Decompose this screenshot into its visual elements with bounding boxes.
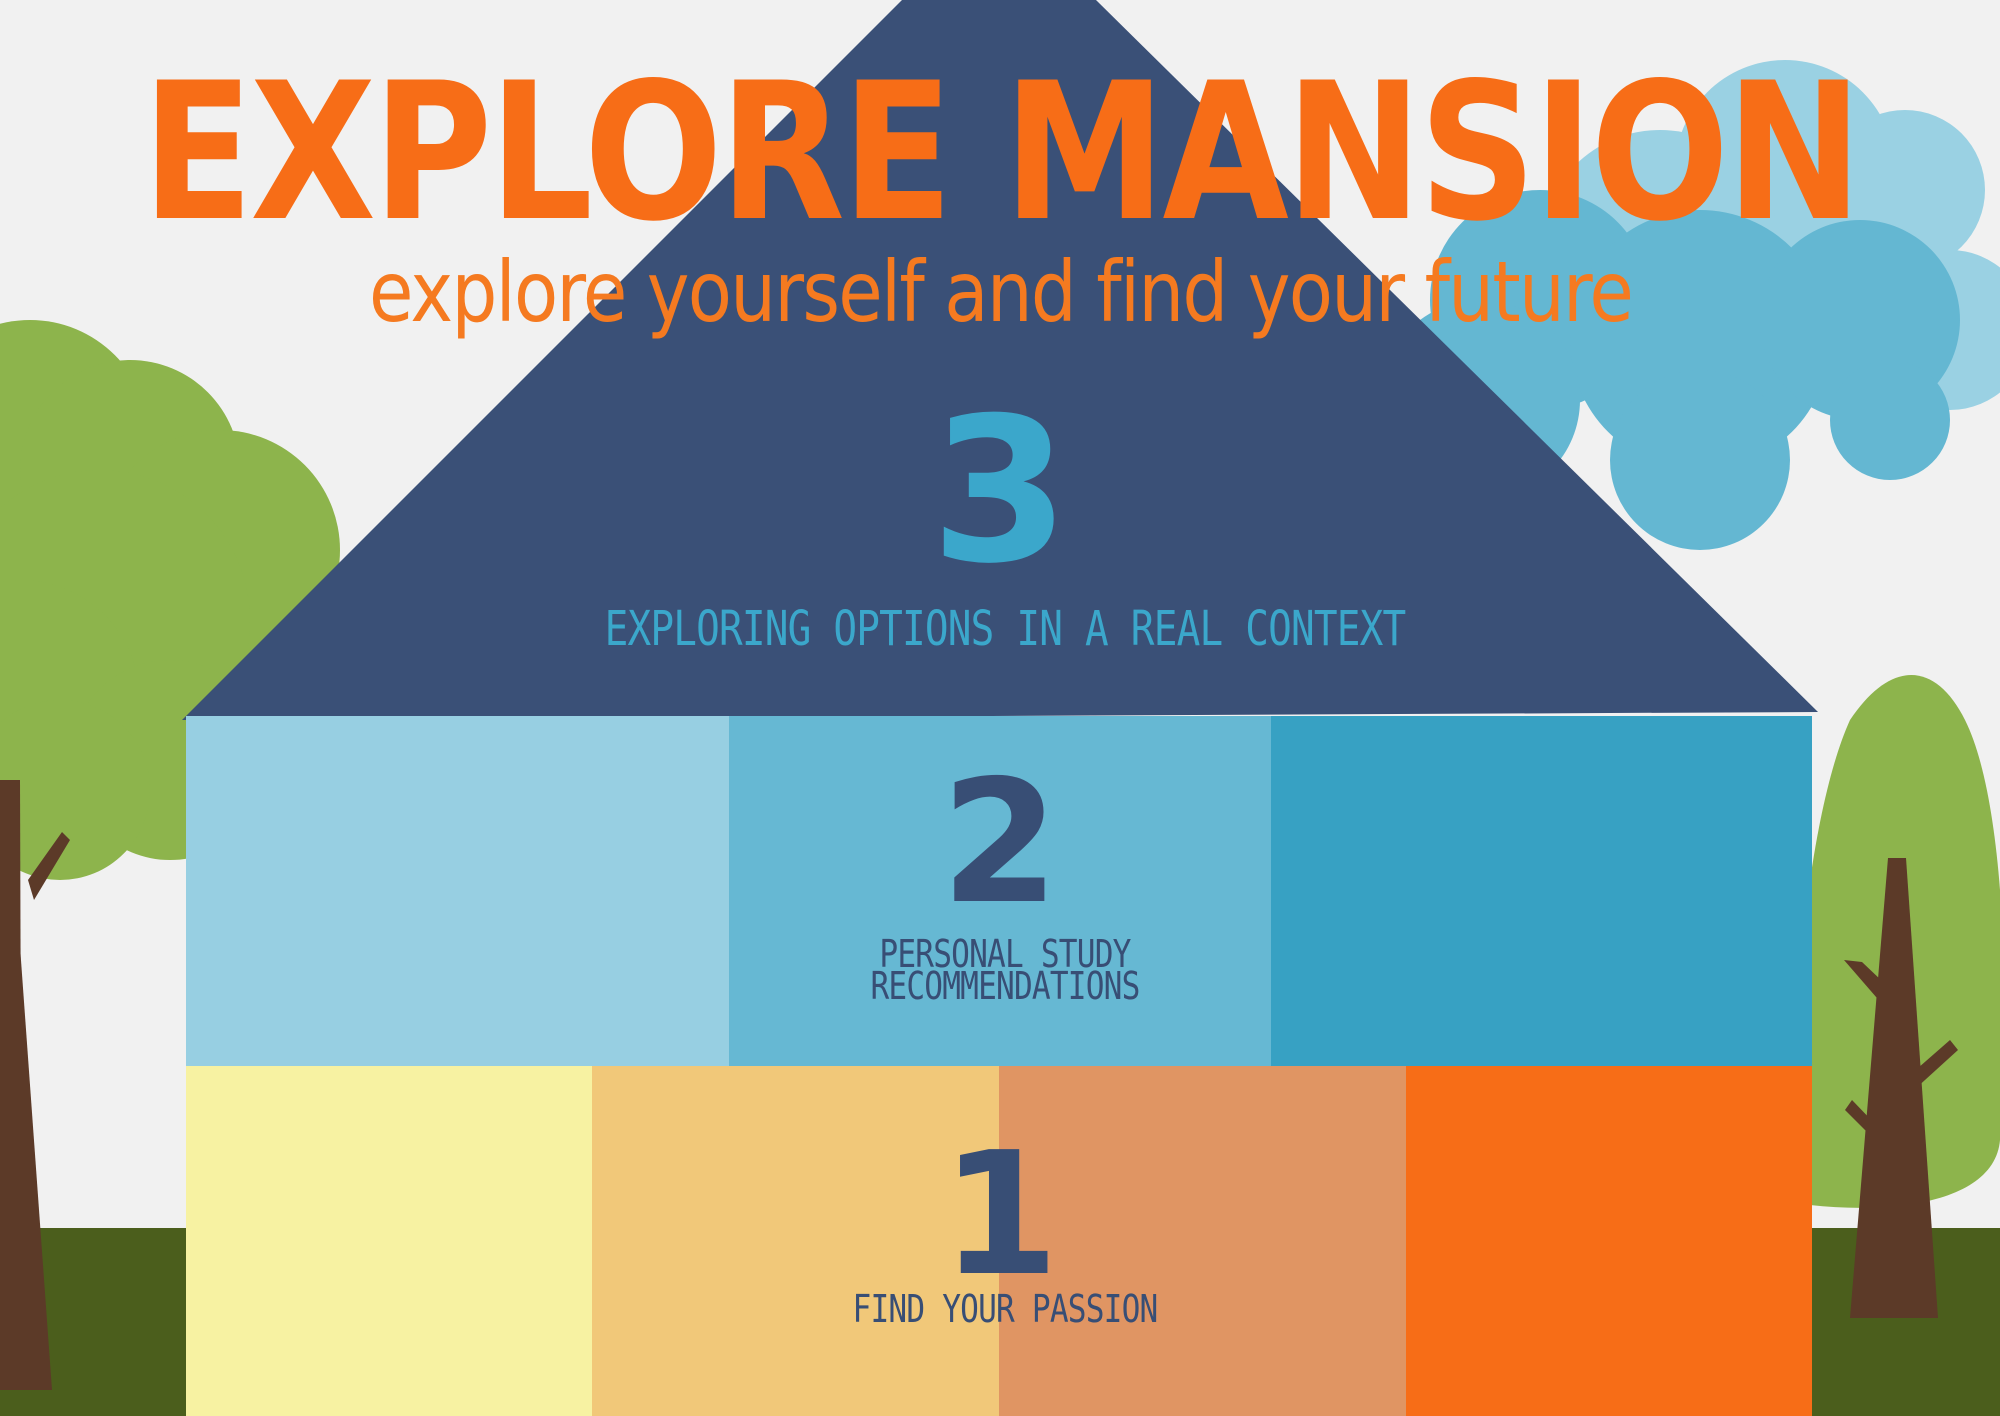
floor-2-left-panel [186,716,729,1066]
level-2-label-line-2: RECOMMENDATIONS [870,964,1140,1008]
floor-1-panel-2 [592,1066,999,1416]
level-2-number: 2 [940,744,1060,942]
level-2-label-line-1: PERSONAL STUDY [879,932,1131,976]
cloud-icon [1380,60,2000,550]
floor-1-panel-4 [1406,1066,1812,1416]
floor-1-panel-1 [186,1066,592,1416]
level-1-number: 1 [940,1116,1060,1314]
page-subtitle: explore yourself and find your future [368,243,1634,341]
floor-2-right-panel [1271,716,1812,1066]
page-title: EXPLORE MANSION [141,42,1863,263]
level-1-label: FIND YOUR PASSION [852,1287,1159,1331]
floor-2-middle-panel [729,716,1271,1066]
level-3-label: EXPLORING OPTIONS IN A REAL CONTEXT [604,601,1407,657]
right-tree-icon [1795,675,2000,1318]
floor-1-panel-3 [999,1066,1406,1416]
roof [182,0,1818,720]
level-3-number: 3 [930,375,1070,608]
left-tree-icon [0,320,340,1390]
